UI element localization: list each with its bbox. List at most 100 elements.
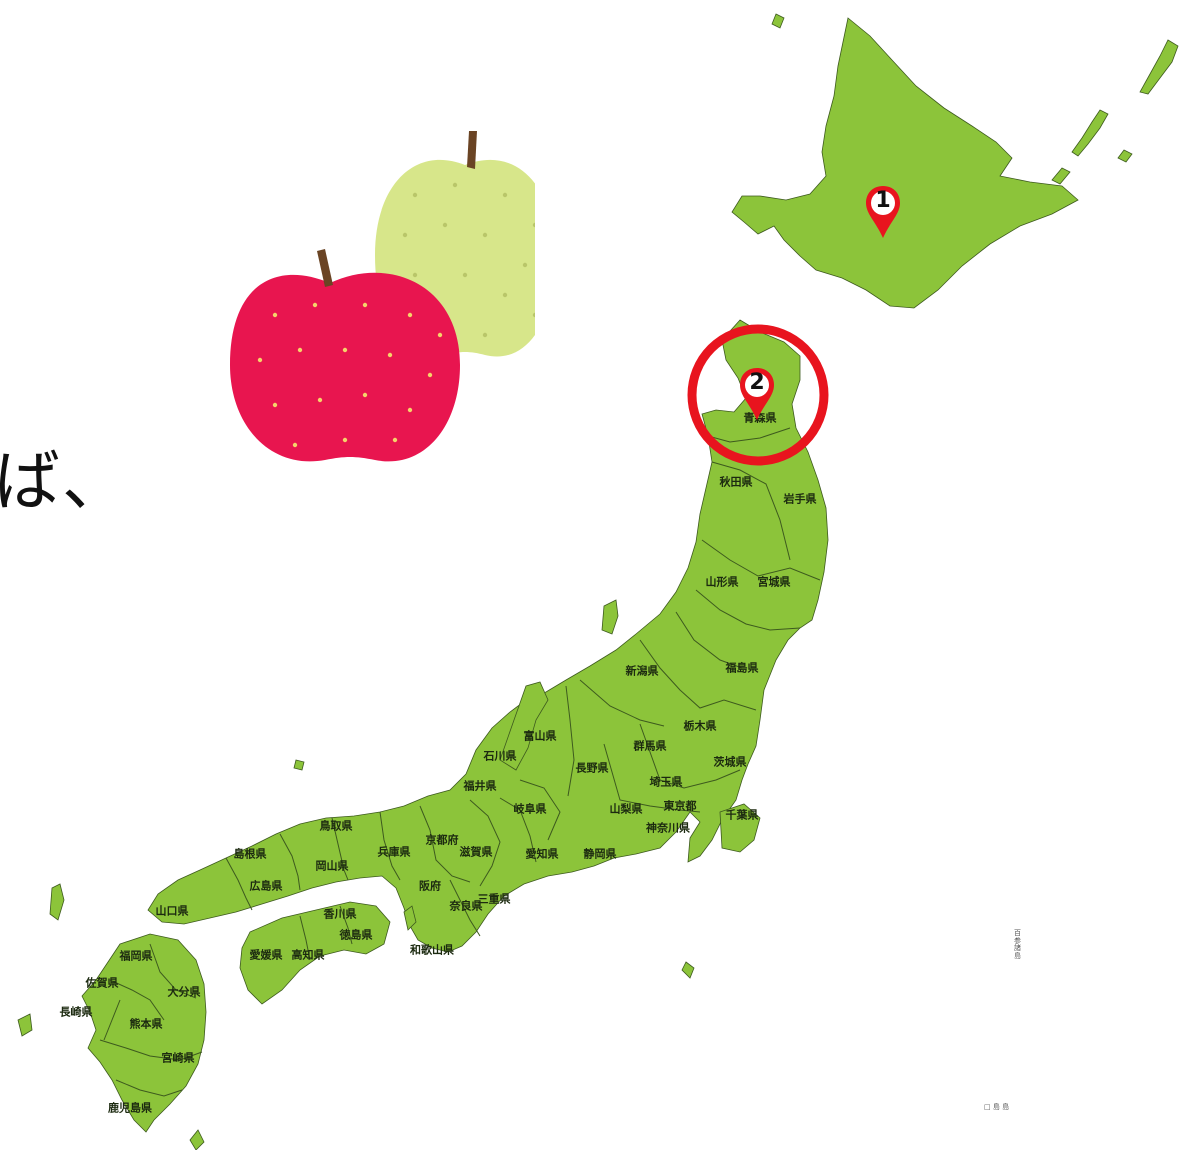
prefecture-label-mie: 三重県: [477, 892, 511, 906]
kuril-island: [1117, 149, 1133, 163]
headline-text: ば、: [0, 443, 130, 520]
prefecture-label-gunma: 群馬県: [633, 739, 667, 753]
apple-seed-dot: [272, 402, 278, 408]
prefecture-label-fukui: 福井県: [463, 779, 497, 793]
apple-seed-dot: [482, 332, 488, 338]
apple-seed-dot: [297, 347, 303, 353]
prefecture-label-hiroshima: 広島県: [249, 879, 283, 893]
apple-seed-dot: [392, 437, 398, 443]
prefecture-label-shiga: 滋賀県: [459, 845, 493, 859]
prefecture-label-hyogo: 兵庫県: [377, 845, 411, 859]
apple-illustration: [230, 131, 535, 462]
kuril-island: [1051, 167, 1071, 185]
prefecture-label-ibaraki: 茨城県: [713, 755, 747, 769]
apple-seed-dot: [362, 392, 368, 398]
prefecture-label-aomori: 青森県: [743, 411, 777, 425]
apple-seed-dot: [317, 397, 323, 403]
shikoku-landmass: [239, 901, 391, 1005]
prefecture-label-wakayama: 和歌山県: [410, 943, 454, 957]
apple-seed-dot: [452, 182, 458, 188]
prefecture-label-kumamoto: 熊本県: [129, 1017, 163, 1031]
prefecture-label-tochigi: 栃木県: [683, 719, 717, 733]
prefecture-label-nara: 奈良県: [449, 899, 483, 913]
goto-islands: [17, 1013, 33, 1037]
apple-seed-dot: [412, 192, 418, 198]
apple-seed-dot: [437, 332, 443, 338]
apple-seed-dot: [502, 192, 508, 198]
apple-seed-dot: [462, 272, 468, 278]
prefecture-label-kochi: 高知県: [291, 948, 325, 962]
tiny-label-islands-a: 百 参 諸 島: [1014, 929, 1021, 961]
green-apple-stem: [467, 131, 477, 169]
rishiri-island: [771, 13, 785, 29]
prefecture-label-miyagi: 宮城県: [757, 575, 791, 589]
apple-seed-dot: [362, 302, 368, 308]
apple-seed-dot: [502, 292, 508, 298]
prefecture-label-chiba: 千葉県: [725, 808, 759, 822]
map-pin-number: 2: [749, 370, 765, 395]
apple-seed-dot: [407, 407, 413, 413]
prefecture-label-shizuoka: 静岡県: [583, 847, 617, 861]
apple-seed-dot: [342, 347, 348, 353]
map-pin-icon: [740, 368, 774, 420]
prefecture-label-fukushima: 福島県: [725, 661, 759, 675]
prefecture-label-kyoto: 京都府: [425, 833, 459, 847]
kuril-island: [1071, 109, 1109, 157]
prefecture-label-miyazaki: 宮崎県: [161, 1051, 195, 1065]
tanegashima-island: [189, 1129, 205, 1150]
apple-seed-dot: [402, 232, 408, 238]
prefecture-label-yamaguchi: 山口県: [155, 904, 189, 918]
apple-seed-dot: [442, 222, 448, 228]
apple-seed-dot: [272, 312, 278, 318]
prefecture-label-nagano: 長野県: [575, 761, 609, 775]
apple-seed-dot: [407, 312, 413, 318]
apple-seed-dot: [292, 442, 298, 448]
prefecture-label-yamanashi: 山梨県: [609, 802, 643, 816]
prefecture-label-tokushima: 徳島県: [339, 928, 373, 942]
prefecture-label-oita: 大分県: [167, 985, 201, 999]
prefecture-label-osaka: 阪府: [419, 879, 441, 893]
tsushima-island: [49, 883, 65, 921]
kuril-island: [1139, 39, 1179, 95]
apple-seed-dot: [342, 437, 348, 443]
izu-island: [681, 961, 695, 979]
apple-seed-dot: [482, 232, 488, 238]
prefecture-label-kanagawa: 神奈川県: [646, 821, 690, 835]
prefecture-label-aichi: 愛知県: [525, 847, 559, 861]
red-apple-stem: [317, 249, 333, 287]
map-pin-icon: [866, 186, 900, 238]
tiny-label-islands-b: □ 島 島: [984, 1103, 1010, 1111]
prefecture-label-iwate: 岩手県: [783, 492, 817, 506]
prefecture-label-akita: 秋田県: [719, 475, 753, 489]
apple-seed-dot: [427, 372, 433, 378]
prefecture-label-fukuoka: 福岡県: [119, 949, 153, 963]
apple-seed-dot: [312, 302, 318, 308]
prefecture-label-ishikawa: 石川県: [483, 749, 517, 763]
oki-islands: [293, 759, 305, 771]
apple-seed-dot: [387, 352, 393, 358]
prefecture-label-okayama: 岡山県: [315, 859, 349, 873]
prefecture-label-shimane: 島根県: [233, 847, 267, 861]
red-apple-icon: [230, 249, 460, 462]
prefecture-label-saga: 佐賀県: [85, 976, 119, 990]
honshu-landmass: [147, 319, 829, 953]
noto-peninsula: [499, 681, 549, 771]
prefecture-label-tokyo: 東京都: [663, 799, 697, 813]
prefecture-label-tottori: 鳥取県: [319, 819, 353, 833]
apple-seed-dot: [257, 357, 263, 363]
aomori-highlight-ring: [687, 324, 829, 466]
prefecture-label-gifu: 岐阜県: [513, 802, 547, 816]
map-pin-1[interactable]: 1: [864, 184, 902, 240]
prefecture-label-ehime: 愛媛県: [249, 948, 283, 962]
sado-island: [601, 599, 619, 635]
boso-peninsula: [719, 803, 761, 853]
map-pin-2[interactable]: 2: [738, 366, 776, 422]
prefecture-borders: [99, 427, 821, 1097]
prefecture-label-saitama: 埼玉県: [649, 775, 683, 789]
apple-seed-dot: [532, 312, 535, 318]
apple-seed-dot: [532, 222, 535, 228]
map-pin-number: 1: [875, 188, 891, 213]
prefecture-label-kagoshima: 鹿児島県: [108, 1101, 152, 1115]
prefecture-label-yamagata: 山形県: [705, 575, 739, 589]
